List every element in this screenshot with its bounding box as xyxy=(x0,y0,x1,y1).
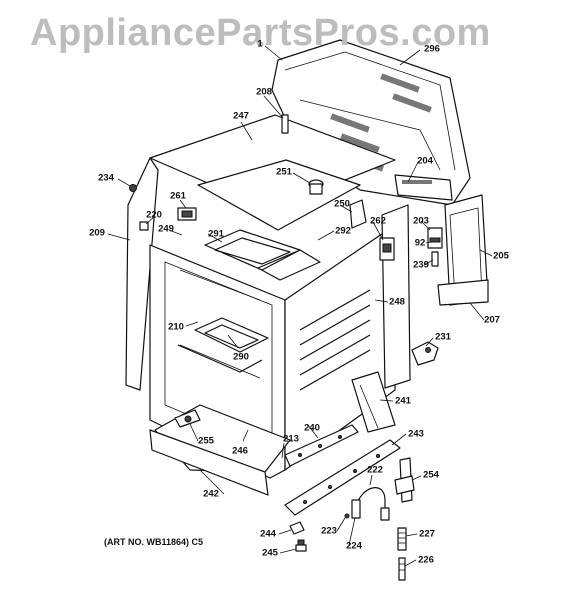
callout-226: 226 xyxy=(418,554,434,566)
callout-1: 1 xyxy=(257,38,263,50)
callout-296: 296 xyxy=(424,43,440,55)
callout-92: 92 xyxy=(414,237,426,249)
callout-248: 248 xyxy=(389,296,405,308)
callout-210: 210 xyxy=(168,321,184,333)
leg-241 xyxy=(351,371,396,433)
callout-240: 240 xyxy=(304,422,320,434)
callout-239: 239 xyxy=(413,259,429,271)
rail-240 xyxy=(284,424,359,467)
bottom-panel xyxy=(149,404,291,496)
callout-291: 291 xyxy=(208,228,224,240)
callout-207: 207 xyxy=(484,314,500,326)
side-panel-205 xyxy=(437,194,489,306)
callout-208: 208 xyxy=(256,86,272,98)
bracket-220 xyxy=(139,221,149,231)
callout-292: 292 xyxy=(335,225,351,237)
callout-261: 261 xyxy=(170,190,186,202)
latch-262 xyxy=(379,237,395,261)
hinge-231 xyxy=(411,341,439,366)
callout-220: 220 xyxy=(146,209,162,221)
callout-251: 251 xyxy=(276,166,292,178)
callout-223: 223 xyxy=(321,525,337,537)
callout-213: 213 xyxy=(283,433,299,445)
screw-223 xyxy=(344,513,350,519)
callout-209: 209 xyxy=(89,227,105,239)
callout-247: 247 xyxy=(233,110,249,122)
thermostat-bracket xyxy=(427,227,443,267)
callout-246: 246 xyxy=(232,445,248,457)
callout-234: 234 xyxy=(98,172,114,184)
callout-204: 204 xyxy=(417,155,433,167)
callout-241: 241 xyxy=(395,395,411,407)
thermostat-251 xyxy=(308,179,324,195)
callout-244: 244 xyxy=(260,528,276,540)
callout-227: 227 xyxy=(419,528,435,540)
callout-290: 290 xyxy=(233,351,249,363)
screw-234 xyxy=(129,184,137,192)
bake-element xyxy=(177,317,269,373)
callout-224: 224 xyxy=(346,540,362,552)
spring-226 xyxy=(398,557,406,581)
callout-205: 205 xyxy=(493,250,509,262)
latch-261 xyxy=(177,207,197,221)
callout-254: 254 xyxy=(423,469,439,481)
clip-244 xyxy=(289,521,305,535)
hinge-254 xyxy=(394,457,415,503)
callout-203: 203 xyxy=(413,215,429,227)
callout-243: 243 xyxy=(408,428,424,440)
callout-222: 222 xyxy=(367,464,383,476)
foot-245 xyxy=(295,539,307,552)
callout-255: 255 xyxy=(198,435,214,447)
callout-249: 249 xyxy=(158,223,174,235)
hinge-222 xyxy=(351,487,390,521)
rail-243 xyxy=(284,439,401,516)
callout-250: 250 xyxy=(334,198,350,210)
leader-lines xyxy=(107,45,493,567)
spring-227 xyxy=(397,527,407,551)
callout-242: 242 xyxy=(203,488,219,500)
callout-262: 262 xyxy=(370,215,386,227)
callout-245: 245 xyxy=(262,547,278,559)
callout-231: 231 xyxy=(435,331,451,343)
watermark: AppliancePartsPros.com xyxy=(30,12,491,54)
art-number: (ART NO. WB11864) C5 xyxy=(104,537,204,547)
broil-element xyxy=(204,229,321,281)
